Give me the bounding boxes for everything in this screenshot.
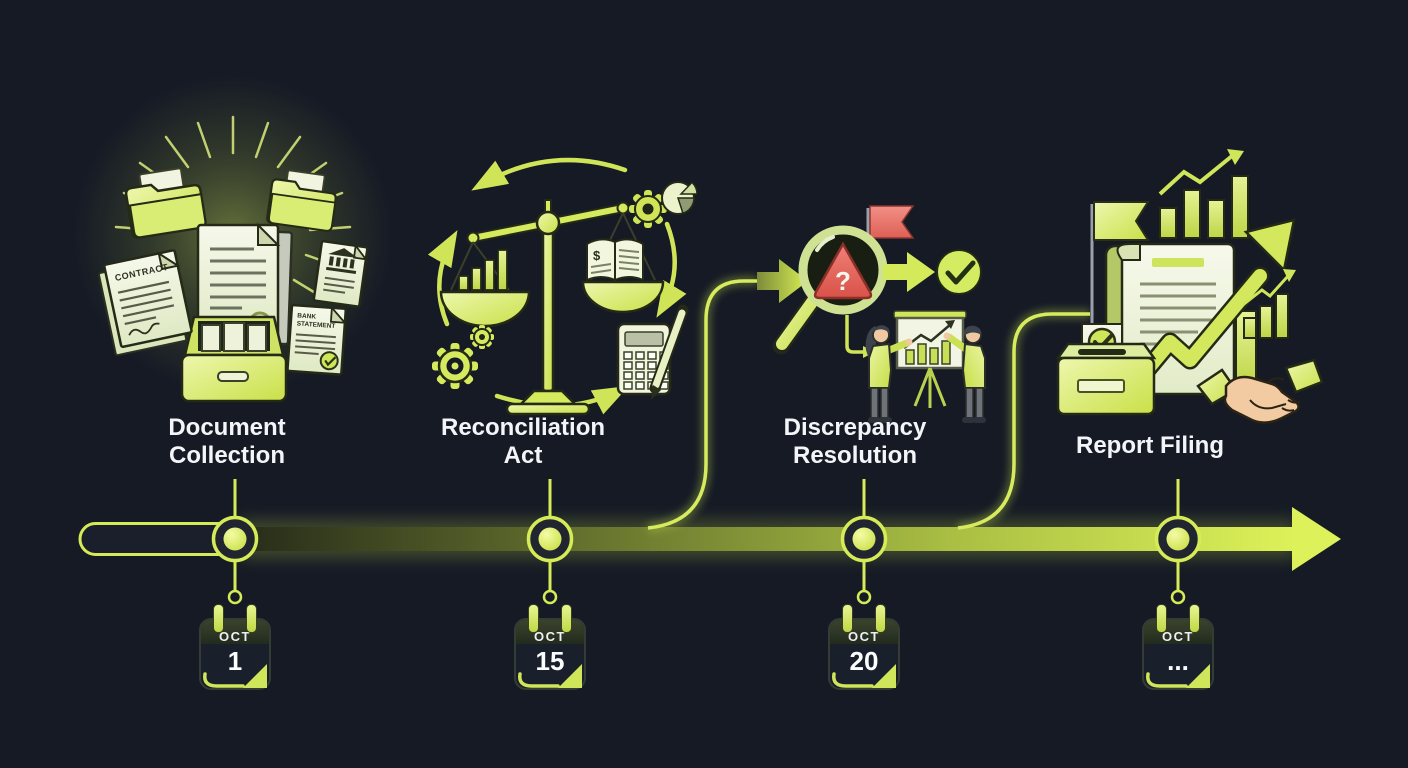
folder-icon — [266, 169, 337, 232]
stage-4-label-line-1: Report Filing — [1076, 432, 1224, 459]
bar-chart-icon — [458, 249, 508, 291]
currency-symbol: $ — [593, 248, 601, 263]
calendar-ring-icon — [246, 604, 257, 633]
ballot-submission-icon — [1055, 323, 1157, 416]
stage-3-label-line-2: Resolution — [793, 442, 917, 469]
ledger-book-icon: $ — [586, 238, 644, 282]
stage-3-calendar: OCT 20 — [828, 604, 900, 690]
stage-2-calendar: OCT 15 — [514, 604, 586, 690]
scale-pan-left — [439, 290, 531, 328]
milestone-nodes — [211, 515, 1202, 563]
stage-2-illustration: $ — [415, 152, 710, 416]
calendar-header-band — [830, 620, 898, 644]
milestone-node-3 — [840, 515, 888, 563]
connector-elbow-2 — [957, 309, 1090, 533]
bank-statement-title-1: BANK — [297, 312, 317, 320]
calendar-month: OCT — [219, 629, 251, 644]
report-growth-handshake-submission-icon — [1055, 149, 1324, 424]
small-growth-chart-icon — [1243, 269, 1296, 339]
warning-triangle-icon — [813, 241, 873, 300]
resolve-arrow-icon — [883, 252, 935, 292]
calendar-header-band — [516, 620, 584, 644]
scale-pan-right — [581, 280, 665, 314]
milestone-node-1 — [211, 515, 259, 563]
calendar-month: OCT — [848, 629, 880, 644]
connector-elbow-1 — [647, 259, 808, 533]
big-growth-arrow-icon — [1130, 218, 1296, 388]
calendar-day: 1 — [227, 646, 243, 676]
stage-1-calendar: OCT 1 — [199, 604, 271, 690]
calendar-day: 15 — [535, 646, 565, 676]
growth-bar-chart-icon — [1158, 149, 1249, 239]
gears-icon — [432, 325, 494, 389]
main-document-icon — [196, 222, 294, 346]
check-icon — [324, 356, 337, 367]
stage-1-label-line-2: Collection — [168, 442, 285, 469]
calendar-header-band — [1144, 620, 1212, 644]
bank-statement-document-icon: BANK STATEMENT — [286, 303, 347, 376]
stage-2-label-line-2: Act — [503, 442, 543, 469]
stage-4-illustration — [1048, 146, 1324, 424]
calendar-icon: OCT 1 — [199, 618, 271, 690]
stage-3-illustration: ? — [765, 200, 1005, 423]
calendar-ring-icon — [528, 604, 539, 633]
calendar-header-band — [201, 620, 269, 644]
check-circle-icon — [936, 249, 982, 295]
calendar-ring-icon — [213, 604, 224, 633]
track-bar — [236, 527, 1292, 551]
calendar-ring-icon — [1189, 604, 1200, 633]
stage-4-calendar: OCT ... — [1142, 604, 1214, 690]
stage-2-label: Reconciliation Act — [373, 414, 673, 470]
stage-3-label-line-1: Discrepancy — [783, 414, 927, 441]
flag-icon — [1090, 201, 1150, 331]
calendar-ring-icon — [1156, 604, 1167, 633]
person-presenter-right — [943, 325, 986, 423]
calendar-ring-icon — [561, 604, 572, 633]
calendar-day: ... — [1167, 646, 1189, 676]
stage-4-label: Report Filing — [1000, 432, 1300, 460]
balance-scale-ledger-calculator-gears-icon: $ — [427, 157, 698, 416]
calendar-icon: OCT 15 — [514, 618, 586, 690]
calendar-link-rings — [227, 589, 1186, 605]
stage-1-label-line-1: Document — [168, 414, 286, 441]
node-stems — [233, 479, 1180, 590]
calculator-pen-icon — [616, 304, 689, 400]
handshake-icon — [1196, 358, 1324, 424]
question-mark: ? — [835, 266, 851, 296]
bank-document-icon — [312, 240, 369, 308]
track-arrowhead-icon — [1292, 507, 1341, 571]
connector-arrow-icon — [757, 259, 808, 303]
contract-document-icon: CONTRACT — [97, 249, 193, 357]
calendar-icon: OCT 20 — [828, 618, 900, 690]
calendar-month: OCT — [1162, 629, 1194, 644]
archive-drawer-icon — [180, 315, 288, 403]
milestone-node-4 — [1154, 515, 1202, 563]
stage-1-label: Document Collection — [77, 414, 377, 470]
stage-1-illustration: CONTRACT — [70, 75, 400, 405]
report-scroll-icon — [1104, 242, 1236, 396]
gear-pie-chart-icon — [629, 181, 698, 228]
balance-scale-icon: $ — [439, 199, 665, 416]
folder-icon — [124, 167, 207, 239]
calendar-month: OCT — [534, 629, 566, 644]
whiteboard-chart-icon — [893, 310, 967, 408]
bank-statement-title-2: STATEMENT — [296, 320, 335, 330]
calendar-icon: OCT ... — [1142, 618, 1214, 690]
magnifier-warning-flag-check-team-icon: ? — [772, 205, 986, 423]
milestone-node-2 — [526, 515, 574, 563]
calendar-day: 20 — [849, 646, 879, 676]
stage-2-label-line-1: Reconciliation — [440, 414, 606, 441]
person-presenter-left — [865, 325, 913, 423]
red-flag-icon — [866, 205, 915, 256]
calendar-ring-icon — [842, 604, 853, 633]
stage-3-label: Discrepancy Resolution — [705, 414, 1005, 470]
archive-drawer-folders-documents-icon: CONTRACT — [73, 75, 393, 403]
magnifier-warning-icon: ? — [772, 225, 888, 355]
calendar-ring-icon — [875, 604, 886, 633]
